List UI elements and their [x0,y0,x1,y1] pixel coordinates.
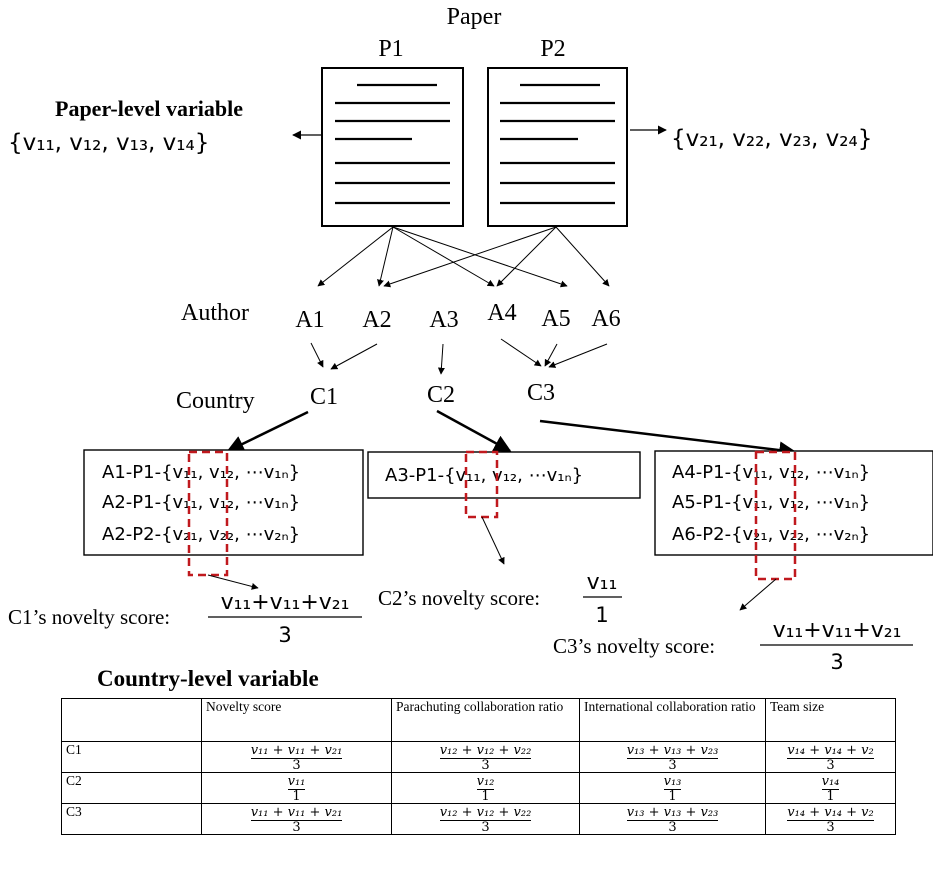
author-a4: A4 [487,300,516,326]
table-header-row: Novelty score Parachuting collaboration … [61,698,896,742]
c2-score-denominator: 1 [595,603,608,627]
table-header-parachuting: Parachuting collaboration ratio [391,698,580,742]
author-a2: A2 [362,307,391,333]
cell-denominator: 1 [826,789,835,804]
cell-numerator: v₁₃ + v₁₃ + v₂₃ [626,743,719,759]
c1-score-denominator: 3 [278,623,291,647]
paper-p2-variables: {v₂₁, v₂₂, v₂₃, v₂₄} [671,126,872,152]
cell-numerator: v₁₂ + v₁₂ + v₂₂ [439,743,532,759]
paper-p2-label: P2 [540,36,565,62]
highlight-c2 [464,450,499,519]
country-box-c3: A4-P1-{v₁₁, v₁₂, ⋯v₁ₙ} A5-P1-{v₁₁, v₁₂, … [654,450,933,581]
cell-denominator: 1 [292,789,301,804]
country-c2: C2 [427,382,455,408]
cell-denominator: 3 [668,758,677,773]
table-header-corner [61,698,202,742]
table-header-novelty: Novelty score [201,698,392,742]
author-a5: A5 [541,306,570,332]
box-c2-line-1: A3-P1-{v₁₁, v₁₂, ⋯v₁ₙ} [385,465,583,486]
country-level-label: Country-level variable [97,666,319,691]
cell-denominator: 1 [668,789,677,804]
box-c1-line-3: A2-P2-{v₂₁, v₂₂, ⋯v₂ₙ} [102,524,300,545]
cell-numerator: v₁₁ + v₁₁ + v₂₁ [250,743,343,759]
table-row-country: C1 [61,741,202,773]
paper-p2-document [487,67,628,227]
box-c3-line-3: A6-P2-{v₂₁, v₂₂, ⋯v₂ₙ} [672,524,870,545]
country-c3: C3 [527,380,555,406]
paper-p1-document [321,67,464,227]
box-c1-line-1: A1-P1-{v₁₁, v₁₂, ⋯v₁ₙ} [102,462,300,483]
c3-novelty-score: C3’s novelty score: v₁₁+v₁₁+v₂₁ 3 [553,618,913,674]
country-box-edges [226,409,797,459]
cell-denominator: 3 [826,820,835,835]
box-c3-line-1: A4-P1-{v₁₁, v₁₂, ⋯v₁ₙ} [672,462,870,483]
c1-score-label: C1’s novelty score: [8,605,170,629]
table-row-country: C3 [61,803,202,835]
c3-score-numerator: v₁₁+v₁₁+v₂₁ [773,618,902,643]
cell-numerator: v₁₁ + v₁₁ + v₂₁ [250,805,343,821]
c1-score-numerator: v₁₁+v₁₁+v₂₁ [221,590,350,615]
country-c1: C1 [310,384,338,410]
author-country-edges [310,338,608,375]
country-label: Country [176,388,255,414]
paper-author-edges [317,226,610,288]
author-label: Author [181,300,249,326]
c1-novelty-score: C1’s novelty score: v₁₁+v₁₁+v₂₁ 3 [8,590,362,647]
author-a6: A6 [591,306,620,332]
c2-novelty-score: C2’s novelty score: v₁₁ 1 [378,570,622,627]
cell-numerator: v₁₃ + v₁₃ + v₂₃ [626,805,719,821]
paper-p1-variables: {v₁₁, v₁₂, v₁₃, v₁₄} [8,130,209,156]
cell-denominator: 3 [481,758,490,773]
table-header-international: International collaboration ratio [579,698,766,742]
cell-denominator: 3 [826,758,835,773]
cell-denominator: 1 [481,789,490,804]
paper-p1-label: P1 [378,36,403,62]
highlight-score-edges [207,516,777,611]
cell-numerator: v₁₂ + v₁₂ + v₂₂ [439,805,532,821]
cell-denominator: 3 [292,758,301,773]
table-row-country: C2 [61,772,202,804]
box-c1-line-2: A2-P1-{v₁₁, v₁₂, ⋯v₁ₙ} [102,492,300,513]
c2-score-numerator: v₁₁ [587,570,618,595]
box-c3-line-2: A5-P1-{v₁₁, v₁₂, ⋯v₁ₙ} [672,492,870,513]
cell-numerator: v₁₄ [821,774,840,790]
cell-numerator: v₁₁ [287,774,306,790]
cell-numerator: v₁₄ + v₁₄ + v₂ [787,743,874,759]
cell-denominator: 3 [668,820,677,835]
cell-numerator: v₁₂ [476,774,495,790]
cell-numerator: v₁₃ [663,774,682,790]
country-level-table: Novelty score Parachuting collaboration … [61,698,896,835]
cell-numerator: v₁₄ + v₁₄ + v₂ [787,805,874,821]
c3-score-denominator: 3 [830,650,843,674]
paper-level-label: Paper-level variable [55,96,243,121]
c3-score-label: C3’s novelty score: [553,634,715,658]
table-header-team-size: Team size [765,698,896,742]
author-a3: A3 [429,307,458,333]
highlight-c1 [187,450,229,577]
cell-denominator: 3 [292,820,301,835]
cell-denominator: 3 [481,820,490,835]
author-a1: A1 [295,307,324,333]
c2-score-label: C2’s novelty score: [378,586,540,610]
country-box-c2: A3-P1-{v₁₁, v₁₂, ⋯v₁ₙ} [367,450,641,519]
paper-header: Paper [447,4,502,30]
country-box-c1: A1-P1-{v₁₁, v₁₂, ⋯v₁ₙ} A2-P1-{v₁₁, v₁₂, … [83,449,364,577]
